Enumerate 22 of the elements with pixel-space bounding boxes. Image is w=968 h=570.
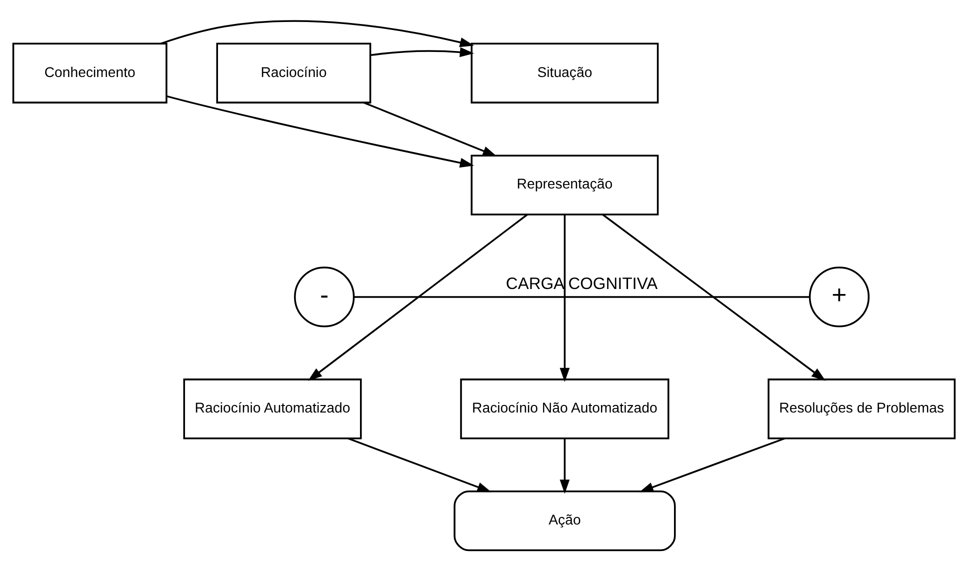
arrow: [348, 437, 492, 492]
node-box: Representação: [470, 154, 659, 215]
arrow: [370, 46, 474, 57]
node-box: Ação: [454, 490, 676, 551]
node-box: Raciocínio: [216, 42, 372, 103]
edge-label: CARGA COGNITIVA: [506, 274, 658, 292]
arrow: [364, 101, 497, 156]
arrow: [160, 20, 474, 47]
node-box: Resoluções de Problemas: [768, 378, 956, 439]
node-box: Raciocínio Automatizado: [183, 378, 362, 439]
node-circle: +: [808, 266, 870, 327]
arrow: [602, 213, 826, 380]
connector: [354, 296, 810, 298]
node-box: Raciocínio Não Automatizado: [460, 378, 670, 439]
node-box: Situação: [470, 42, 659, 103]
arrow: [308, 213, 528, 380]
arrow: [166, 94, 474, 168]
arrow: [560, 438, 570, 494]
node-box: Conhecimento: [12, 42, 168, 103]
arrow: [560, 214, 570, 382]
node-circle: -: [294, 266, 355, 327]
arrow: [639, 437, 786, 492]
